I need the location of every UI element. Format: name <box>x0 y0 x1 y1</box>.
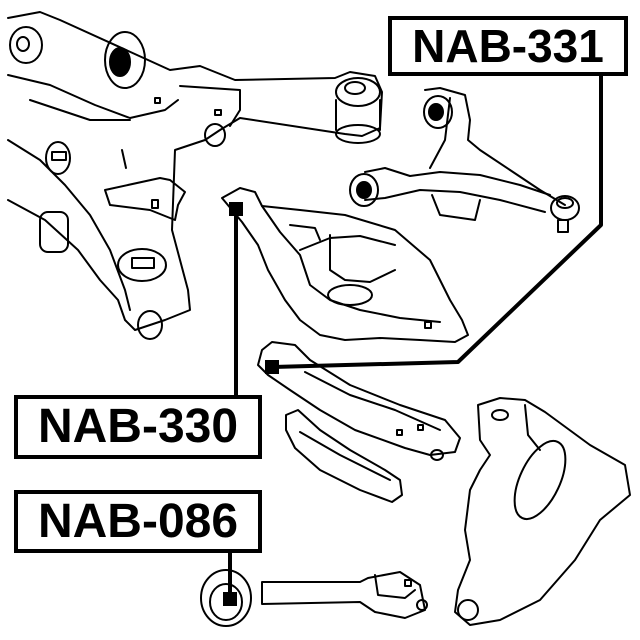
part-number-text: NAB-331 <box>412 20 604 72</box>
trailing-link <box>285 409 403 503</box>
marker-nab-086[interactable] <box>223 592 237 606</box>
leader-lines <box>228 74 603 598</box>
leader-line-nab-331 <box>272 74 603 369</box>
lower-control-arm <box>221 187 469 343</box>
marker-nab-330[interactable] <box>229 202 243 216</box>
lateral-link <box>257 341 461 461</box>
part-number-text: NAB-086 <box>37 494 239 548</box>
part-label-nab-331[interactable]: NAB-331 <box>388 16 628 76</box>
part-label-nab-086[interactable]: NAB-086 <box>14 490 262 553</box>
marker-nab-331[interactable] <box>265 360 279 374</box>
rear-subframe <box>7 11 383 340</box>
upper-control-arm <box>349 87 580 233</box>
part-number-text: NAB-330 <box>37 400 239 453</box>
part-label-nab-330[interactable]: NAB-330 <box>14 395 262 459</box>
rear-knuckle <box>454 397 631 626</box>
toe-link <box>200 569 428 627</box>
